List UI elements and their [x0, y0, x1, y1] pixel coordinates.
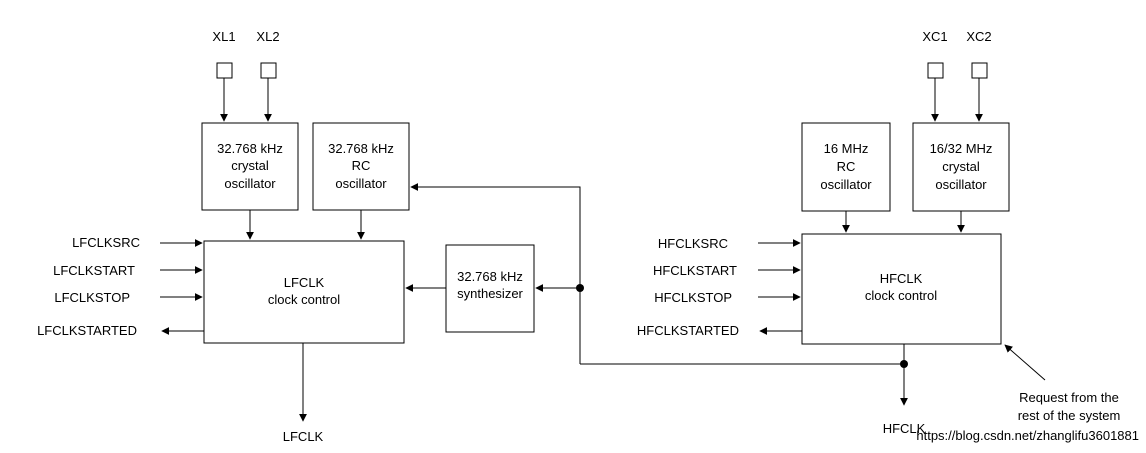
hfclk-control-box: [801, 233, 1002, 345]
signal-lfclksrc: LFCLKSRC: [72, 235, 140, 250]
wire-feedback-to-lf-rc: [410, 183, 581, 364]
hf-crystal-line-1: 16/32 MHz: [930, 141, 993, 156]
hf-rc-line-3: oscillator: [820, 177, 872, 192]
signal-lfclkstart: LFCLKSTART: [53, 263, 135, 278]
pin-label-xc1: XC1: [922, 29, 947, 44]
arrow-request: [1004, 344, 1046, 381]
annotation-line-1: Request from the: [1019, 390, 1119, 405]
signal-hfclksrc: HFCLKSRC: [658, 236, 728, 251]
lf-crystal-oscillator-box: [201, 122, 299, 211]
pin-xl2: [260, 62, 277, 79]
hf-crystal-line-2: crystal: [942, 159, 980, 174]
signal-lfclkstarted: LFCLKSTARTED: [37, 323, 137, 338]
hf-rc-line-1: 16 MHz: [824, 141, 869, 156]
hfclk-control-line-1: HFCLK: [880, 271, 923, 286]
output-lfclk: LFCLK: [283, 429, 324, 444]
synthesizer-box: [445, 244, 535, 333]
lf-rc-line-3: oscillator: [335, 176, 387, 191]
signal-hfclkstarted: HFCLKSTARTED: [637, 323, 739, 338]
signal-hfclkstart: HFCLKSTART: [653, 263, 737, 278]
pin-label-xl1: XL1: [212, 29, 235, 44]
output-hfclk: HFCLK: [883, 421, 926, 436]
pin-label-xc2: XC2: [966, 29, 991, 44]
lfclk-control-box: [203, 240, 405, 344]
signal-lfclkstop: LFCLKSTOP: [54, 290, 130, 305]
lf-crystal-line-3: oscillator: [224, 176, 276, 191]
watermark: https://blog.csdn.net/zhanglifu3601881: [916, 428, 1139, 443]
hf-rc-line-2: RC: [837, 159, 856, 174]
hf-crystal-oscillator-box: [912, 122, 1010, 212]
hf-crystal-line-3: oscillator: [935, 177, 987, 192]
synthesizer-line-1: 32.768 kHz: [457, 269, 523, 284]
lfclk-control-line-1: LFCLK: [284, 275, 325, 290]
lf-crystal-line-1: 32.768 kHz: [217, 141, 283, 156]
lf-rc-line-1: 32.768 kHz: [328, 141, 394, 156]
junction-node-synth: [576, 284, 584, 292]
lfclk-control-line-2: clock control: [268, 292, 340, 307]
pin-xc2: [971, 62, 988, 79]
lf-crystal-line-2: crystal: [231, 158, 269, 173]
pin-label-xl2: XL2: [256, 29, 279, 44]
lf-rc-line-2: RC: [352, 158, 371, 173]
signal-hfclkstop: HFCLKSTOP: [654, 290, 732, 305]
hfclk-control-line-2: clock control: [865, 288, 937, 303]
pin-xc1: [927, 62, 944, 79]
annotation-line-2: rest of the system: [1018, 408, 1121, 423]
pin-xl1: [216, 62, 233, 79]
synthesizer-line-2: synthesizer: [457, 286, 523, 301]
junction-node-hfclk: [900, 360, 908, 368]
